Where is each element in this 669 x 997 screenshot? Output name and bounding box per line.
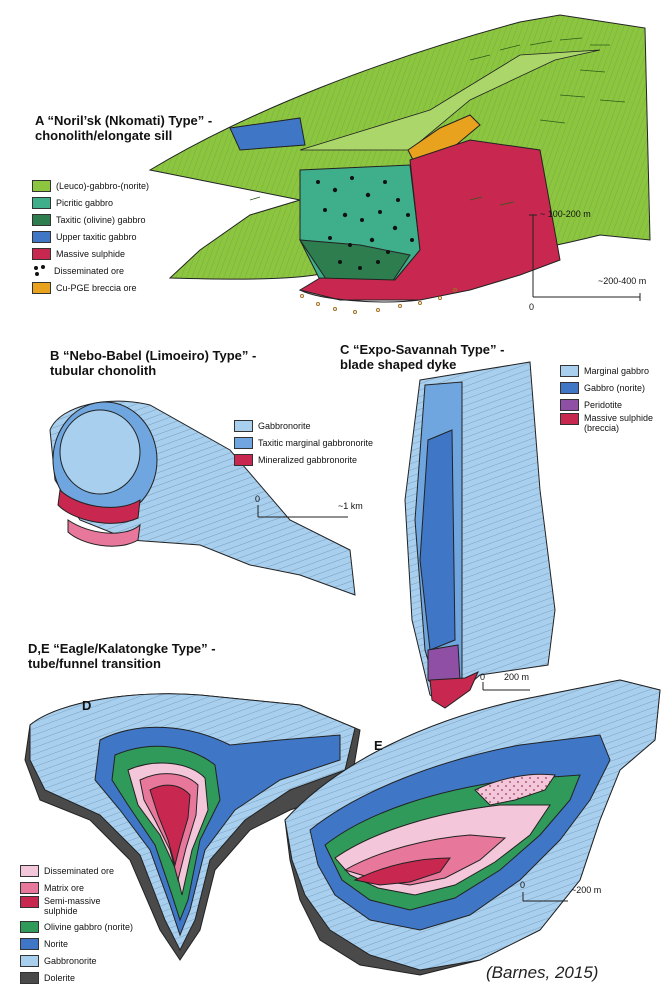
legend-label: Gabbronorite bbox=[258, 421, 311, 431]
legend-label: Norite bbox=[44, 939, 68, 949]
legend-swatch bbox=[32, 180, 51, 192]
panel-d-label: D bbox=[82, 698, 91, 713]
panel-a-title-line2: chonolith/elongate sill bbox=[35, 128, 212, 143]
legend-item: Cu-PGE breccia ore bbox=[32, 279, 149, 296]
legend-item: Peridotite bbox=[560, 396, 662, 413]
legend-label: Dolerite bbox=[44, 973, 75, 983]
legend-swatch bbox=[20, 921, 39, 933]
legend-item: Marginal gabbro bbox=[560, 362, 662, 379]
panel-c-title: C “Expo-Savannah Type” - blade shaped dy… bbox=[340, 342, 504, 372]
legend-label: (Leuco)-gabbro-(norite) bbox=[56, 181, 149, 191]
legend-item: Olivine gabbro (norite) bbox=[20, 918, 133, 935]
legend-swatch bbox=[32, 248, 51, 260]
legend-label: Massive sulphide bbox=[56, 249, 125, 259]
legend-label: Taxitic marginal gabbronorite bbox=[258, 438, 373, 448]
panel-c-scale-zero: 0 bbox=[480, 672, 485, 682]
legend-label: Massive sulphide (breccia) bbox=[584, 413, 662, 433]
legend-label: Mineralized gabbronorite bbox=[258, 455, 357, 465]
panel-a-legend: (Leuco)-gabbro-(norite) Picritic gabbro … bbox=[32, 177, 149, 296]
panel-c-title-line2: blade shaped dyke bbox=[340, 357, 504, 372]
panel-de-title-line1: D,E “Eagle/Kalatongke Type” - bbox=[28, 641, 216, 656]
legend-label: Picritic gabbro bbox=[56, 198, 113, 208]
legend-item: Massive sulphide (breccia) bbox=[560, 413, 662, 437]
panel-b-scale-label: ~1 km bbox=[338, 501, 363, 511]
legend-label: Disseminated ore bbox=[54, 266, 124, 276]
legend-swatch bbox=[20, 882, 39, 894]
legend-item: Upper taxitic gabbro bbox=[32, 228, 149, 245]
panel-de-title-line2: tube/funnel transition bbox=[28, 656, 216, 671]
panel-c-title-line1: C “Expo-Savannah Type” - bbox=[340, 342, 504, 357]
legend-label: Upper taxitic gabbro bbox=[56, 232, 137, 242]
legend-label: Gabbronorite bbox=[44, 956, 97, 966]
legend-swatch bbox=[32, 282, 51, 294]
legend-label: Taxitic (olivine) gabbro bbox=[56, 215, 146, 225]
legend-swatch bbox=[234, 454, 253, 466]
panel-a-title: A “Noril’sk (Nkomati) Type” - chonolith/… bbox=[35, 113, 212, 143]
legend-label: Semi-massive sulphide bbox=[44, 896, 104, 916]
legend-swatch bbox=[560, 399, 579, 411]
panel-c-legend: Marginal gabbro Gabbro (norite) Peridoti… bbox=[560, 362, 662, 437]
legend-item: (Leuco)-gabbro-(norite) bbox=[32, 177, 149, 194]
legend-label: Gabbro (norite) bbox=[584, 383, 645, 393]
legend-item: Taxitic (olivine) gabbro bbox=[32, 211, 149, 228]
legend-label: Marginal gabbro bbox=[584, 366, 649, 376]
legend-item: Gabbronorite bbox=[20, 952, 133, 969]
legend-swatch bbox=[20, 896, 39, 908]
panel-b-scale-zero: 0 bbox=[255, 494, 260, 504]
legend-item: Picritic gabbro bbox=[32, 194, 149, 211]
legend-swatch bbox=[20, 865, 39, 877]
panel-c-drawing bbox=[405, 362, 555, 708]
panel-a-title-line1: A “Noril’sk (Nkomati) Type” - bbox=[35, 113, 212, 128]
panel-b-title-line2: tubular chonolith bbox=[50, 363, 256, 378]
panel-e-scale-label: ~200 m bbox=[571, 885, 601, 895]
panel-a-scale-vertical: ~ 100-200 m bbox=[540, 209, 591, 219]
panel-de-title: D,E “Eagle/Kalatongke Type” - tube/funne… bbox=[28, 641, 216, 671]
legend-swatch bbox=[560, 382, 579, 394]
panel-b-legend: Gabbronorite Taxitic marginal gabbronori… bbox=[234, 417, 373, 468]
panel-e-scale-zero: 0 bbox=[520, 880, 525, 890]
legend-swatch bbox=[234, 420, 253, 432]
legend-label: Olivine gabbro (norite) bbox=[44, 922, 133, 932]
legend-item: Massive sulphide bbox=[32, 245, 149, 262]
legend-label: Peridotite bbox=[584, 400, 622, 410]
legend-swatch bbox=[234, 437, 253, 449]
legend-swatch bbox=[32, 231, 51, 243]
panel-a-scale-zero: 0 bbox=[529, 302, 534, 312]
legend-item: Taxitic marginal gabbronorite bbox=[234, 434, 373, 451]
legend-swatch bbox=[560, 365, 579, 377]
panel-c-scale-bar bbox=[483, 682, 530, 690]
legend-item: Gabbro (norite) bbox=[560, 379, 662, 396]
legend-swatch bbox=[560, 413, 579, 425]
legend-swatch bbox=[32, 197, 51, 209]
legend-swatch bbox=[20, 938, 39, 950]
panel-de-legend: Disseminated ore Matrix ore Semi-massive… bbox=[20, 862, 133, 986]
legend-item: Matrix ore bbox=[20, 879, 133, 896]
legend-swatch bbox=[32, 214, 51, 226]
legend-item: Disseminated ore bbox=[20, 862, 133, 879]
legend-swatch bbox=[20, 972, 39, 984]
panel-b-title-line1: B “Nebo-Babel (Limoeiro) Type” - bbox=[50, 348, 256, 363]
legend-item: Mineralized gabbronorite bbox=[234, 451, 373, 468]
panel-a-scale-horizontal: ~200-400 m bbox=[598, 276, 646, 286]
legend-item: Norite bbox=[20, 935, 133, 952]
panel-c-scale-label: 200 m bbox=[504, 672, 529, 682]
panel-e-label: E bbox=[374, 738, 383, 753]
legend-item: Dolerite bbox=[20, 969, 133, 986]
panel-b-title: B “Nebo-Babel (Limoeiro) Type” - tubular… bbox=[50, 348, 256, 378]
disseminated-dots-icon bbox=[32, 265, 49, 277]
legend-label: Disseminated ore bbox=[44, 866, 114, 876]
citation: (Barnes, 2015) bbox=[486, 963, 598, 983]
legend-label: Matrix ore bbox=[44, 883, 84, 893]
legend-item: Disseminated ore bbox=[32, 262, 149, 279]
legend-item: Gabbronorite bbox=[234, 417, 373, 434]
legend-label: Cu-PGE breccia ore bbox=[56, 283, 137, 293]
legend-swatch bbox=[20, 955, 39, 967]
legend-item: Semi-massive sulphide bbox=[20, 896, 133, 918]
panel-a-drawing bbox=[150, 15, 650, 314]
